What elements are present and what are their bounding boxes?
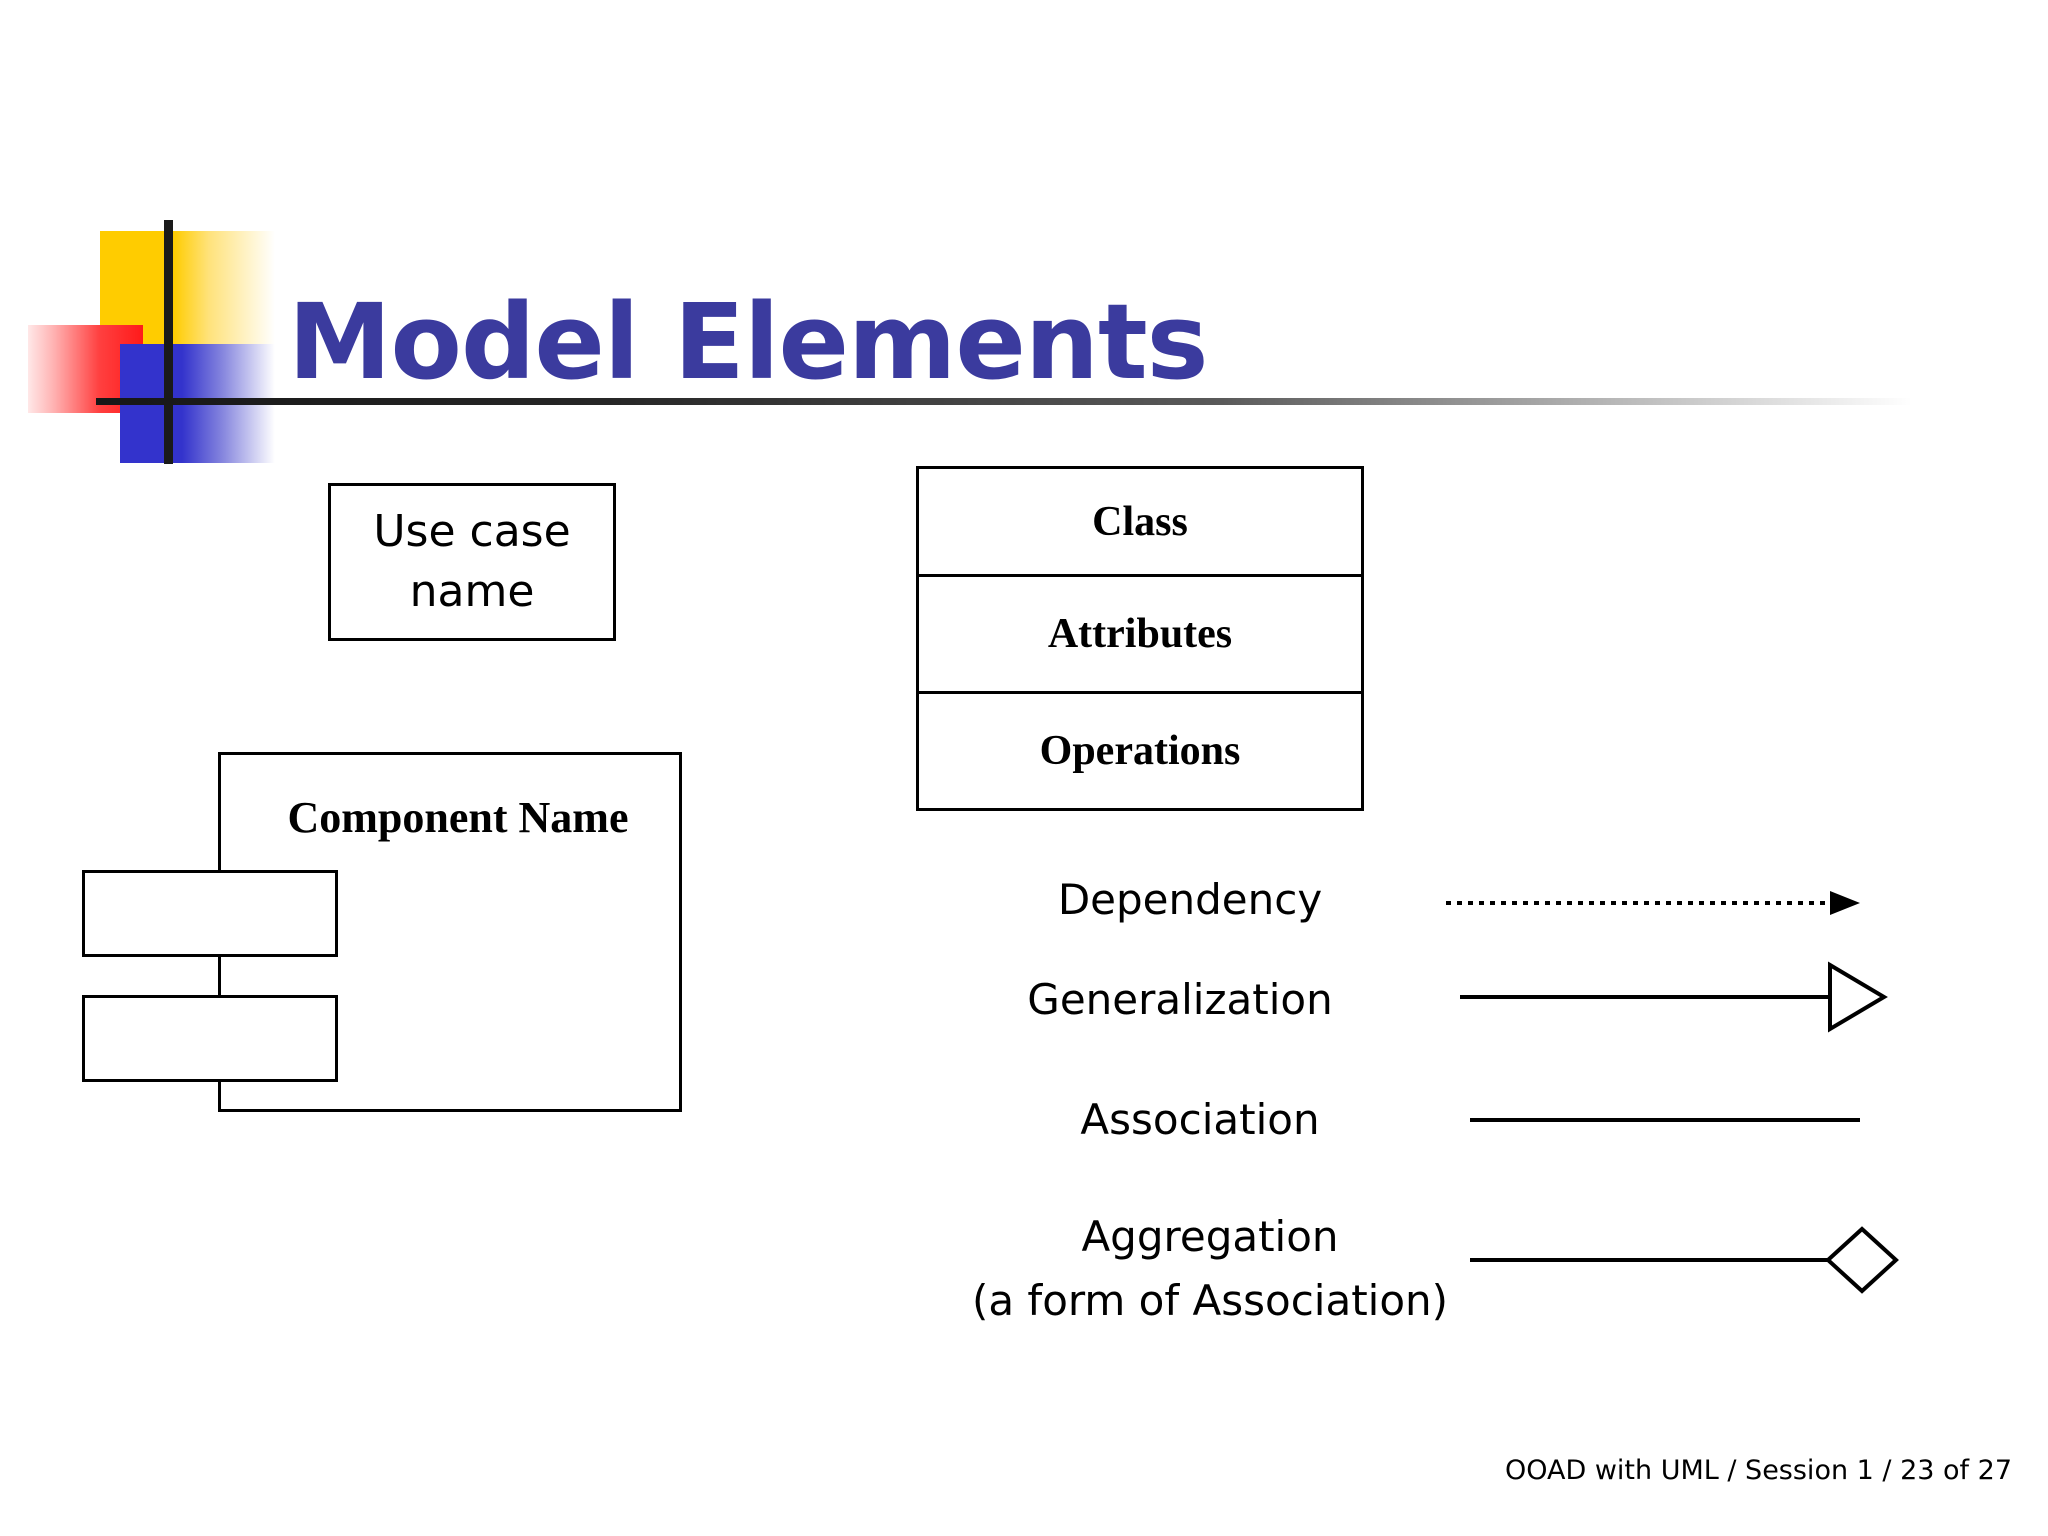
component-shape: Component Name [82,752,682,1112]
aggregation-diamond-icon [1470,1226,1899,1294]
component-tab-upper [82,870,338,957]
logo-vertical-bar-icon [164,220,173,464]
class-attributes-compartment: Attributes [919,577,1361,694]
relationship-label-dependency: Dependency [1057,875,1323,924]
component-tab-lower [82,995,338,1082]
use-case-label: Use case name [373,506,571,617]
page-title: Model Elements [288,280,1209,403]
class-operations-compartment: Operations [1039,728,1241,774]
class-box: Class Attributes Operations [916,466,1364,811]
relationship-label-generalization: Generalization [1027,975,1333,1024]
association-line-icon [1470,1118,1860,1122]
generalization-arrow-icon [1460,961,1888,1033]
slide-footer: OOAD with UML / Session 1 / 23 of 27 [1504,1455,2012,1486]
relationship-label-aggregation: Aggregation (a form of Association) [971,1212,1449,1325]
title-divider-rule [96,398,1912,405]
dependency-arrow-icon [1446,891,1860,915]
relationship-label-association: Association [1080,1095,1320,1144]
class-name-compartment: Class [919,469,1361,577]
use-case-box: Use case name [328,483,616,641]
component-label: Component Name [287,793,629,842]
